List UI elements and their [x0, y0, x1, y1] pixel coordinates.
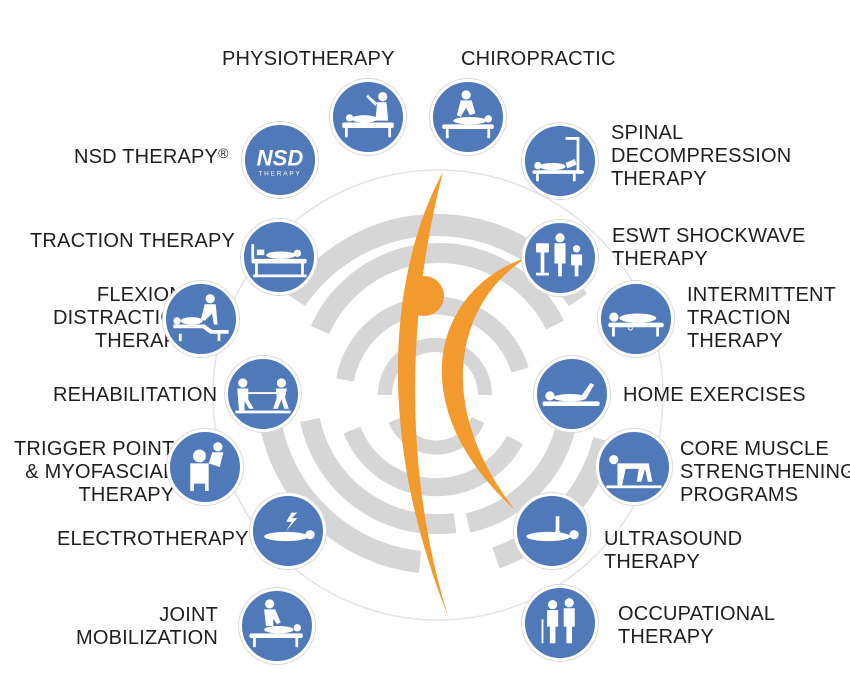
label-line: PHYSIOTHERAPY	[222, 48, 395, 70]
label-nsd-therapy: NSD THERAPY®	[74, 145, 229, 169]
label-line: REHABILITATION	[53, 384, 218, 406]
label-line: THERAPY	[604, 551, 700, 573]
label-electrotherapy: ELECTROTHERAPY	[57, 528, 249, 551]
label-line: TRACTION THERAPY	[30, 230, 236, 252]
label-core-muscle: CORE MUSCLE STRENGTHENING PROGRAMS	[680, 438, 850, 507]
label-trigger-point: TRIGGER POINT & MYOFASCIAL THERAPY	[14, 438, 174, 507]
flexion-distraction-icon	[163, 281, 239, 357]
label-traction-therapy: TRACTION THERAPY	[30, 230, 235, 253]
intermittent-traction-icon	[598, 281, 674, 357]
label-physiotherapy: PHYSIOTHERAPY	[222, 48, 395, 71]
traction-table-icon	[241, 219, 317, 295]
label-flexion-distraction: FLEXION- DISTRACTION THERAPY	[53, 284, 191, 353]
core-exercise-icon	[596, 429, 672, 505]
label-line: & MYOFASCIAL	[25, 461, 175, 483]
chiropractic-icon	[430, 79, 506, 155]
label-line: ESWT SHOCKWAVE	[612, 225, 806, 247]
registered-mark: ®	[218, 145, 229, 161]
orange-figure	[397, 172, 526, 616]
label-line: OCCUPATIONAL	[618, 603, 776, 625]
outer-ring	[212, 169, 664, 621]
label-line: TRACTION	[687, 307, 791, 329]
label-joint-mobilization: JOINT MOBILIZATION	[76, 604, 218, 650]
label-chiropractic: CHIROPRACTIC	[461, 48, 616, 71]
label-line: NSD THERAPY®	[74, 145, 229, 169]
label-line: DISTRACTION	[53, 307, 191, 329]
logo-text: NSD	[257, 146, 304, 171]
label-line: MOBILIZATION	[76, 627, 219, 649]
label-home-exercises: HOME EXERCISES	[623, 384, 806, 407]
rehabilitation-icon	[225, 356, 301, 432]
ultrasound-icon	[514, 493, 590, 569]
label-line: THERAPY	[611, 168, 707, 190]
electrotherapy-icon	[250, 493, 326, 569]
label-spinal-decompression: SPINAL DECOMPRESSION THERAPY	[611, 122, 791, 191]
nsd-logo: NSD THERAPY	[242, 122, 318, 198]
label-rehabilitation: REHABILITATION	[53, 384, 217, 407]
label-line: HOME EXERCISES	[623, 384, 806, 406]
joint-mobilization-icon	[239, 588, 315, 664]
home-exercise-icon	[534, 356, 610, 432]
label-eswt-shockwave: ESWT SHOCKWAVE THERAPY	[612, 225, 806, 271]
label-line: CHIROPRACTIC	[461, 48, 616, 70]
spinal-decompression-icon	[522, 123, 598, 199]
physiotherapy-icon	[330, 79, 406, 155]
shockwave-machine-icon	[522, 220, 598, 296]
label-line: CORE MUSCLE	[680, 438, 829, 460]
label-line: THERAPY	[78, 484, 175, 506]
label-line: INTERMITTENT	[687, 284, 837, 306]
label-ultrasound: ULTRASOUND THERAPY	[604, 528, 742, 574]
logo-subtext: THERAPY	[258, 171, 301, 178]
label-line: SPINAL	[611, 122, 684, 144]
label-line: STRENGTHENING	[680, 461, 850, 483]
label-text: NSD THERAPY	[74, 146, 219, 168]
label-line: DECOMPRESSION	[611, 145, 792, 167]
label-line: THERAPY	[612, 248, 708, 270]
label-line: ULTRASOUND	[604, 528, 743, 550]
label-line: ELECTROTHERAPY	[57, 528, 249, 550]
label-occupational: OCCUPATIONAL THERAPY	[618, 603, 775, 649]
label-line: THERAPY	[618, 626, 714, 648]
occupational-therapy-icon	[522, 585, 598, 661]
massage-icon	[167, 429, 243, 505]
label-line: TRIGGER POINT	[14, 438, 175, 460]
label-line: JOINT	[159, 604, 219, 626]
label-line: PROGRAMS	[680, 484, 799, 506]
label-intermittent-traction: INTERMITTENT TRACTION THERAPY	[687, 284, 836, 353]
label-line: THERAPY	[687, 330, 783, 352]
